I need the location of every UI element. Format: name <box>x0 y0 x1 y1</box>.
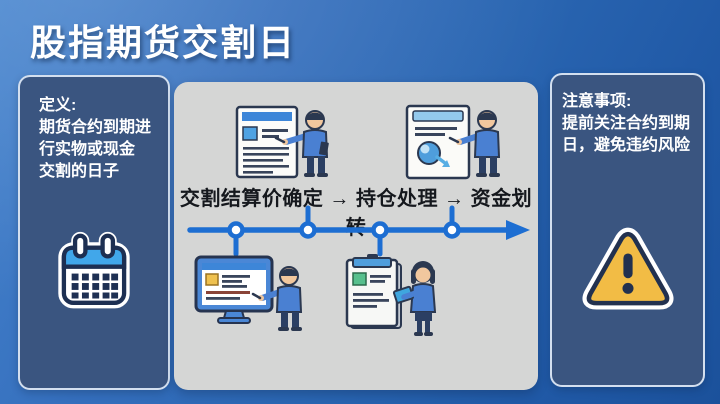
definition-panel: 定义: 期货合约到期进 行实物或现金 交割的日子 <box>18 75 170 390</box>
notes-panel: 注意事项: 提前关注合约到期 日，避免违约风险 <box>550 73 705 387</box>
notes-heading: 注意事项: <box>562 93 632 110</box>
person-pointing-monitor-illustration <box>194 254 306 339</box>
definition-line: 期货合约到期进 <box>39 119 152 136</box>
notes-line: 日，避免违约风险 <box>562 137 691 154</box>
timeline <box>174 197 538 272</box>
definition-line: 交割的日子 <box>39 163 120 180</box>
person-presenting-flow-board-illustration <box>404 104 504 189</box>
notes-text: 注意事项: 提前关注合约到期 日，避免违约风险 <box>552 75 703 157</box>
notes-line: 提前关注合约到期 <box>562 115 691 132</box>
person-with-clipboard-tablet-illustration <box>337 254 443 343</box>
calendar-icon <box>51 227 137 320</box>
definition-text: 定义: 期货合约到期进 行实物或现金 交割的日子 <box>20 77 168 183</box>
definition-line: 行实物或现金 <box>39 141 136 158</box>
definition-heading: 定义: <box>39 97 77 114</box>
process-panel: 交割结算价确定 → 持仓处理 → 资金划转 <box>174 82 538 390</box>
person-presenting-document-illustration <box>234 104 334 189</box>
warning-icon <box>582 227 674 318</box>
page-title: 股指期货交割日 <box>30 22 297 63</box>
